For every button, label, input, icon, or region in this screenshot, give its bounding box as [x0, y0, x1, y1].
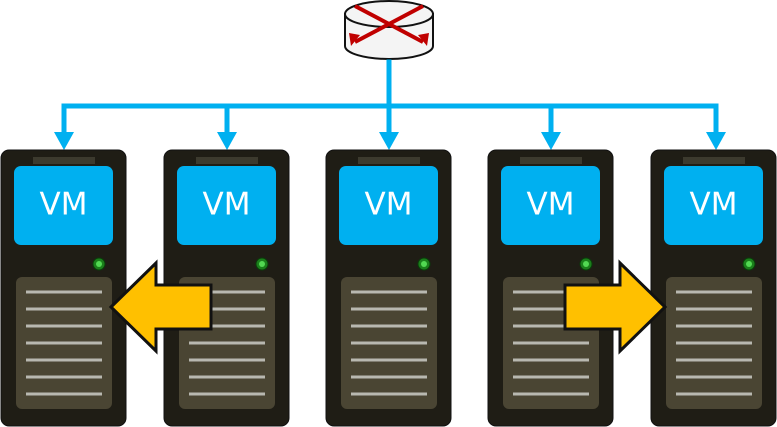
router-icon [344, 0, 434, 60]
server-4: VM [487, 149, 614, 427]
server-5: VM [650, 149, 777, 427]
vm-box [501, 166, 600, 245]
vm-label: VM [203, 187, 251, 223]
server-3: VM [325, 149, 452, 427]
vm-label: VM [365, 187, 413, 223]
vm-label: VM [40, 187, 88, 223]
vm-box [14, 166, 113, 245]
network-links [61, 59, 719, 139]
migration-arrow-right-icon [563, 259, 668, 355]
vm-box [664, 166, 763, 245]
network-arrowheads [54, 132, 726, 150]
server-1: VM [0, 149, 127, 427]
vm-box [177, 166, 276, 245]
vm-box [339, 166, 438, 245]
vm-label: VM [527, 187, 575, 223]
migration-arrow-left-icon [108, 259, 213, 355]
vm-label: VM [690, 187, 738, 223]
